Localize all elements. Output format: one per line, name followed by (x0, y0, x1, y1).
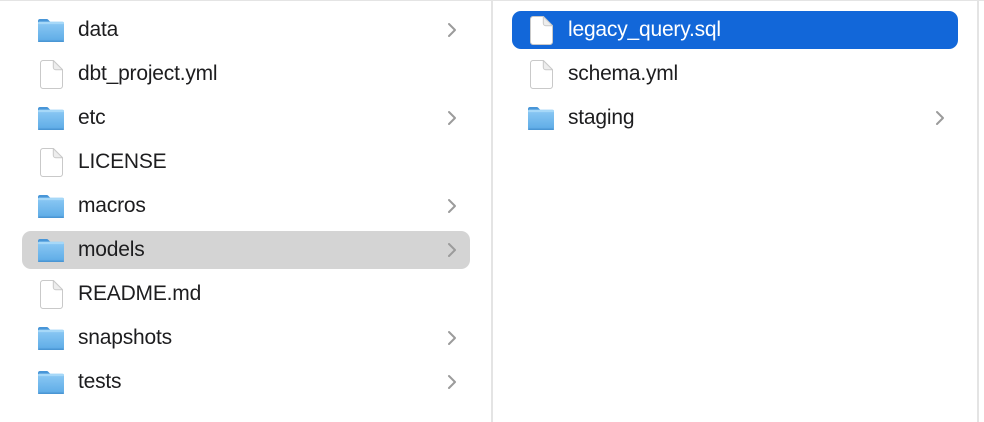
folder-row[interactable]: tests (0, 363, 491, 407)
folder-icon (526, 103, 556, 133)
folder-icon (36, 367, 66, 397)
chevron-right-icon (447, 110, 457, 126)
chevron-right-icon (935, 110, 945, 126)
file-label: staging (568, 106, 635, 129)
file-row[interactable]: README.md (0, 275, 491, 319)
file-label: schema.yml (568, 62, 679, 85)
chevron-right-icon (447, 374, 457, 390)
column-spacer (979, 1, 984, 422)
file-row[interactable]: LICENSE (0, 143, 491, 187)
file-icon (526, 59, 556, 89)
file-label: legacy_query.sql (568, 18, 721, 41)
folder-row[interactable]: data (0, 11, 491, 55)
file-label: etc (78, 106, 106, 129)
folder-icon (36, 15, 66, 45)
folder-icon (36, 191, 66, 221)
file-label: README.md (78, 282, 202, 305)
file-column-right: legacy_query.sql schema.yml staging (493, 1, 979, 422)
file-label: data (78, 18, 119, 41)
file-column-left: data dbt_project.yml etc (0, 1, 493, 422)
file-label: macros (78, 194, 146, 217)
file-row[interactable]: legacy_query.sql (493, 11, 977, 55)
folder-row[interactable]: models (0, 231, 491, 275)
chevron-right-icon (447, 242, 457, 258)
file-label: models (78, 238, 145, 261)
file-label: snapshots (78, 326, 172, 349)
file-row[interactable]: dbt_project.yml (0, 55, 491, 99)
folder-row[interactable]: staging (493, 99, 977, 143)
file-icon (36, 147, 66, 177)
chevron-right-icon (447, 22, 457, 38)
file-label: dbt_project.yml (78, 62, 218, 85)
folder-row[interactable]: etc (0, 99, 491, 143)
file-label: LICENSE (78, 150, 167, 173)
file-icon (526, 15, 556, 45)
folder-row[interactable]: snapshots (0, 319, 491, 363)
chevron-right-icon (447, 330, 457, 346)
folder-row[interactable]: macros (0, 187, 491, 231)
folder-icon (36, 103, 66, 133)
file-icon (36, 59, 66, 89)
file-icon (36, 279, 66, 309)
file-label: tests (78, 370, 122, 393)
file-row[interactable]: schema.yml (493, 55, 977, 99)
folder-icon (36, 323, 66, 353)
folder-icon (36, 235, 66, 265)
chevron-right-icon (447, 198, 457, 214)
